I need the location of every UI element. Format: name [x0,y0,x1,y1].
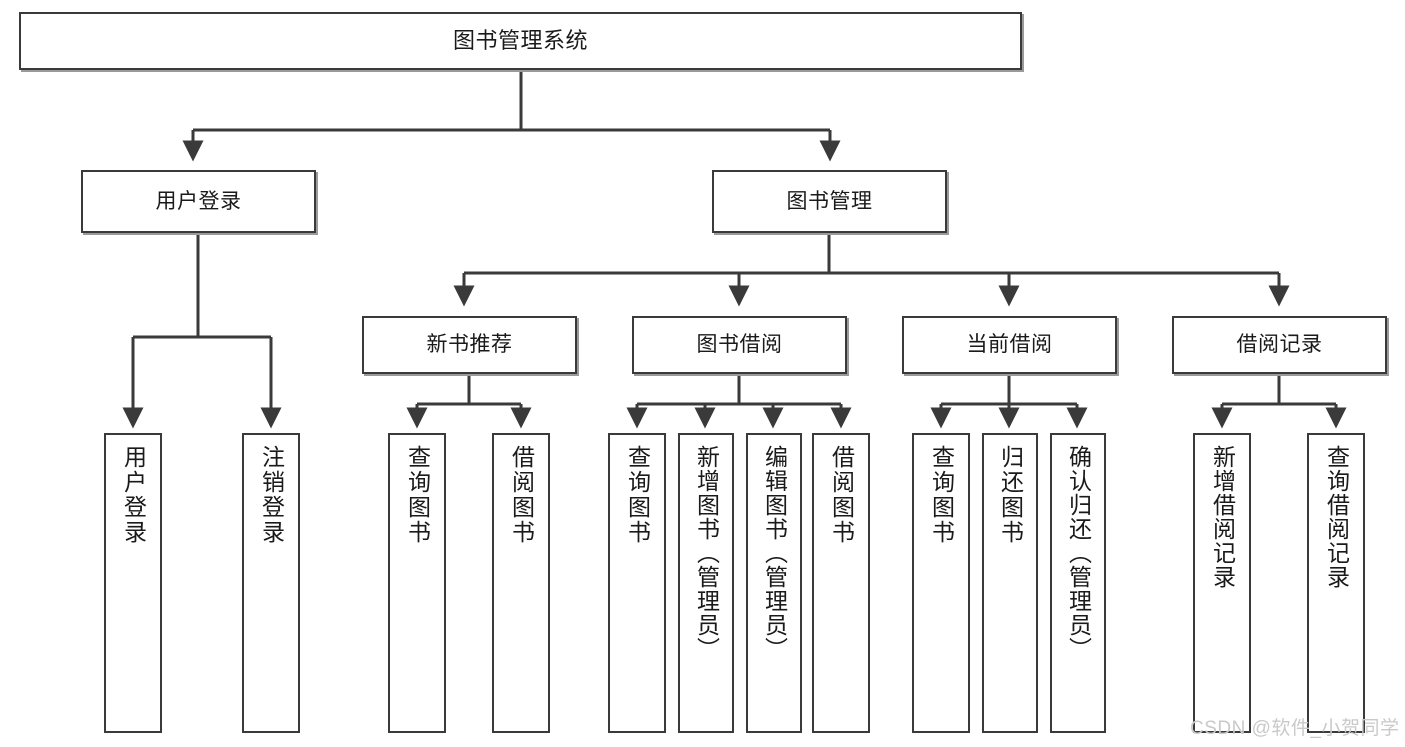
node-user-login[interactable]: 用户登录 [81,170,316,233]
node-borrow-records[interactable]: 借阅记录 [1172,316,1387,374]
node-label: 图书管理系统 [452,27,588,53]
node-label: 注销登录 [258,445,285,545]
leaf-add-book-admin[interactable]: 新增图书（管理员） [678,433,734,733]
node-book-borrowing[interactable]: 图书借阅 [632,316,847,374]
node-label: 用户登录 [120,445,147,545]
leaf-user-login[interactable]: 用户登录 [104,433,162,733]
node-current-borrowing[interactable]: 当前借阅 [902,316,1117,374]
node-root-book-management-system[interactable]: 图书管理系统 [19,12,1022,70]
node-label: 查询图书 [928,445,955,545]
leaf-borrow-query-book[interactable]: 查询图书 [608,433,666,733]
node-label: 新增借阅记录 [1209,445,1236,589]
node-label: 借阅图书 [828,445,855,545]
leaf-return-book[interactable]: 归还图书 [982,433,1038,733]
leaf-current-query-book[interactable]: 查询图书 [912,433,970,733]
leaf-confirm-return-admin[interactable]: 确认归还（管理员） [1050,433,1106,733]
node-new-book-recommendation[interactable]: 新书推荐 [362,316,577,374]
leaf-logout-login[interactable]: 注销登录 [242,433,300,733]
node-label: 图书管理 [786,189,873,213]
node-label: 借阅记录 [1236,333,1323,357]
node-label: 图书借阅 [696,333,783,357]
node-label: 编辑图书（管理员） [761,445,788,661]
leaf-add-borrow-record[interactable]: 新增借阅记录 [1193,433,1251,733]
leaf-new-book-query-book[interactable]: 查询图书 [388,433,446,733]
node-label: 当前借阅 [966,333,1053,357]
node-label: 查询图书 [624,445,651,545]
leaf-query-borrow-record[interactable]: 查询借阅记录 [1307,433,1365,733]
node-label: 新增图书（管理员） [693,445,720,661]
node-label: 查询借阅记录 [1323,445,1350,589]
node-label: 查询图书 [404,445,431,545]
node-label: 归还图书 [997,445,1024,545]
node-label: 用户登录 [155,189,242,213]
leaf-new-book-borrow-book[interactable]: 借阅图书 [492,433,550,733]
leaf-edit-book-admin[interactable]: 编辑图书（管理员） [746,433,802,733]
node-book-management[interactable]: 图书管理 [712,170,947,233]
node-label: 借阅图书 [508,445,535,545]
node-label: 新书推荐 [426,333,513,357]
node-label: 确认归还（管理员） [1065,445,1092,661]
leaf-borrow-book[interactable]: 借阅图书 [812,433,870,733]
